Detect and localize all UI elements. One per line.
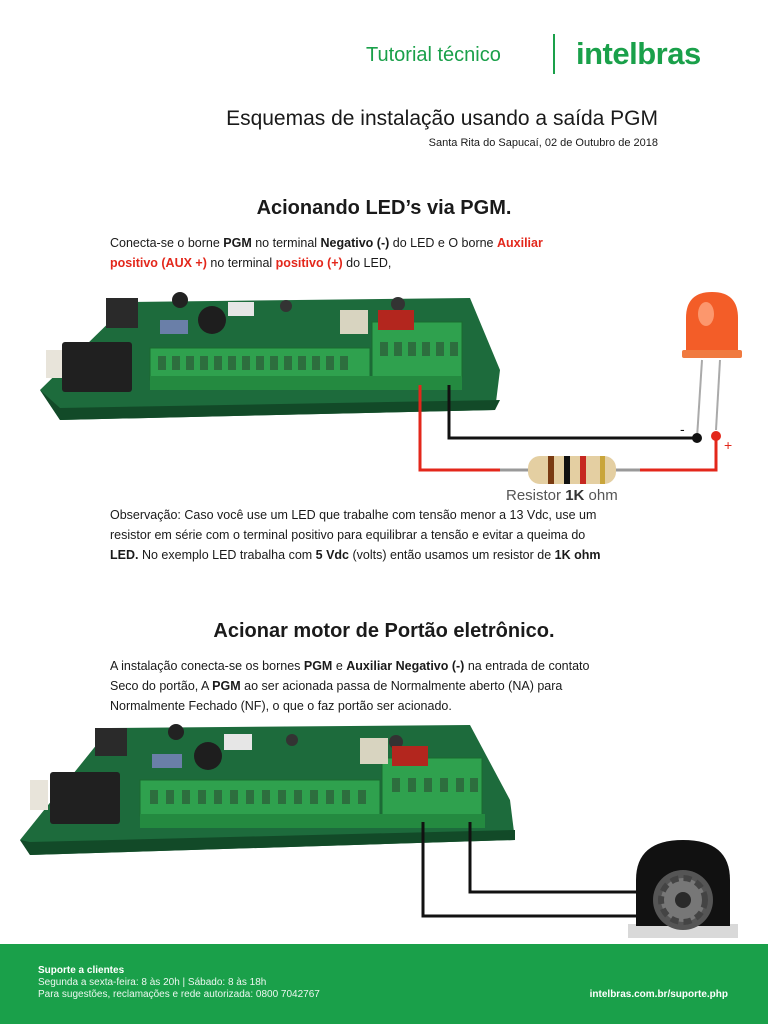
footer-hours: Segunda a sexta-feira: 8 às 20h | Sábado… <box>38 977 267 988</box>
led-image <box>682 292 742 439</box>
footer-phone: Para sugestões, reclamações e rede autor… <box>38 989 320 1000</box>
alarm-board-image-2 <box>20 724 515 855</box>
header-divider <box>553 34 555 74</box>
document-date: Santa Rita do Sapucaí, 02 de Outubro de … <box>428 137 658 149</box>
led-positive-terminal <box>711 431 721 441</box>
resistor-label: Resistor 1K ohm <box>506 487 618 504</box>
led-negative-terminal <box>692 433 702 443</box>
resistor-image <box>500 456 640 484</box>
led-wiring-illustration: Resistor 1K ohm - + <box>40 292 742 504</box>
section1-paragraph: Conecta-se o borne PGM no terminal Negat… <box>110 236 543 270</box>
aux-negative-wire <box>468 822 648 894</box>
footer: Suporte a clientes Segunda a sexta-feira… <box>0 944 768 1024</box>
pgm-wire <box>447 385 697 440</box>
section1-title: Acionando LED’s via PGM. <box>256 197 512 219</box>
alarm-board-image <box>40 292 500 420</box>
gate-motor-illustration <box>20 724 738 938</box>
led-minus-label: - <box>680 421 685 437</box>
led-positive-wire <box>640 436 718 472</box>
footer-support-title: Suporte a clientes <box>38 965 125 976</box>
gate-motor-image <box>628 840 738 938</box>
document-title: Esquemas de instalação usando a saída PG… <box>226 107 658 130</box>
section2-title: Acionar motor de Portão eletrônico. <box>213 620 555 642</box>
intelbras-logo: intelbras <box>576 36 701 71</box>
pgm-wire-2 <box>421 822 648 918</box>
aux-wire <box>418 385 500 472</box>
footer-support-link[interactable]: intelbras.com.br/suporte.php <box>589 989 728 1000</box>
section2-paragraph: A instalação conecta-se os bornes PGM e … <box>110 659 590 713</box>
led-plus-label: + <box>724 437 732 453</box>
observation-paragraph: Observação: Caso você use um LED que tra… <box>110 508 601 562</box>
header-title: Tutorial técnico <box>366 44 501 66</box>
